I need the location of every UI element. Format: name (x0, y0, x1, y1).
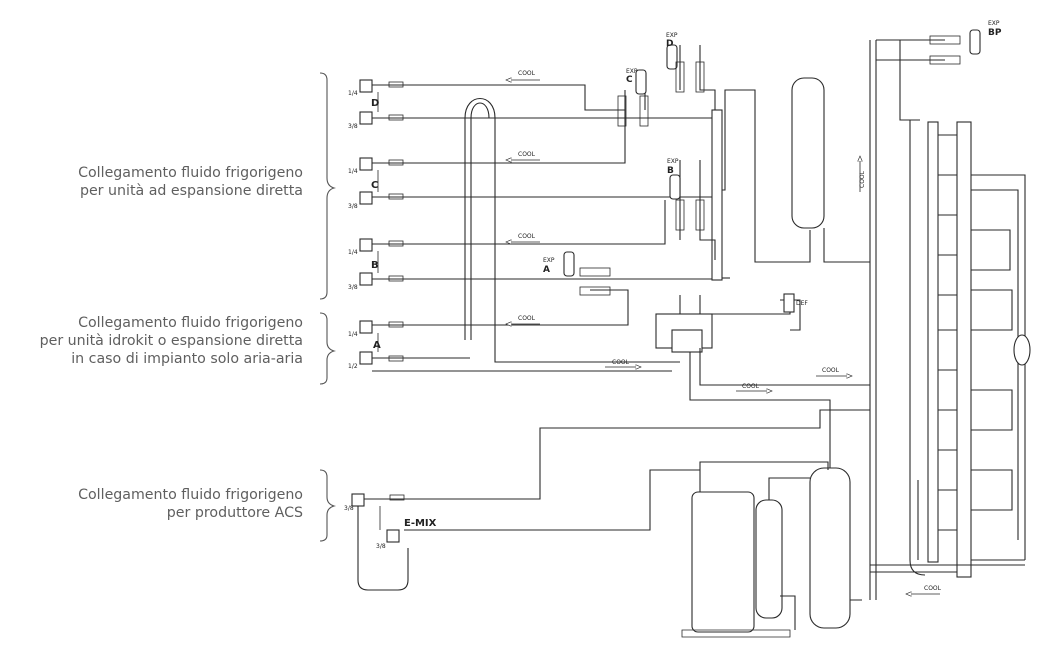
diagram-labels: D C B A E-MIX 1/4 3/8 1/4 3/8 1/4 3/8 1/… (344, 20, 1002, 550)
size-label: 3/8 (344, 505, 354, 512)
cool-arrow: COOL (906, 585, 942, 594)
exp-label: EXP (666, 32, 678, 39)
exp-label-b: B (667, 166, 674, 176)
exp-label: EXP (543, 257, 555, 264)
size-label: 3/8 (348, 203, 358, 210)
cool-label: COOL (518, 233, 536, 240)
cool-arrow: COOL (506, 233, 540, 242)
cool-label: COOL (518, 151, 536, 158)
brace-acs (319, 469, 336, 542)
cool-label: COOL (924, 585, 942, 592)
callout-line: Collegamento fluido frigorigeno (78, 487, 303, 503)
callout-acs: Collegamento fluido frigorigeno per prod… (78, 486, 303, 522)
port-valves (351, 79, 405, 543)
callout-line: Collegamento fluido frigorigeno (78, 315, 303, 331)
size-label: 3/8 (376, 543, 386, 550)
cool-arrow: COOL (736, 383, 772, 391)
size-label: 3/8 (348, 123, 358, 130)
port-label-b: B (371, 260, 379, 271)
size-label: 1/4 (348, 249, 358, 256)
cool-arrow: COOL (816, 367, 852, 376)
cool-label: COOL (518, 315, 536, 322)
cool-arrow: COOL (859, 156, 866, 192)
exp-label: EXP (988, 20, 1000, 27)
port-label-d: D (371, 98, 379, 109)
cool-arrow: COOL (605, 359, 641, 367)
exp-label-bp: BP (988, 28, 1002, 38)
cool-arrow: COOL (506, 315, 540, 324)
size-label: 1/2 (348, 363, 358, 370)
exp-label: EXP (626, 68, 638, 75)
callout-line: per unità idrokit o espansione diretta (39, 333, 303, 349)
exp-label-c: C (626, 75, 633, 85)
exp-label-d: D (666, 39, 673, 49)
cool-label: COOL (822, 367, 840, 374)
size-label: 1/4 (348, 168, 358, 175)
cool-label: COOL (518, 70, 536, 77)
cool-label: COOL (612, 359, 630, 366)
expansion-valves (563, 29, 981, 296)
port-label-c: C (371, 180, 378, 191)
size-label: 3/8 (348, 284, 358, 291)
port-label-a: A (373, 340, 381, 351)
cool-arrow: COOL (506, 70, 540, 80)
exp-label: EXP (667, 158, 679, 165)
def-label: DEF (796, 300, 808, 307)
cool-label: COOL (742, 383, 760, 390)
brace-direct-expansion (319, 72, 336, 300)
refrigerant-piping (357, 39, 1031, 638)
callout-direct-expansion: Collegamento fluido frigorigeno per unit… (78, 164, 303, 200)
callout-idrokit: Collegamento fluido frigorigeno per unit… (40, 314, 303, 368)
callout-line: per produttore ACS (166, 505, 303, 521)
callout-line: per unità ad espansione diretta (79, 183, 303, 199)
cool-flow-arrows: COOL COOL COOL COOL COOL COOL COOL COOL … (506, 70, 942, 594)
size-label: 1/4 (348, 331, 358, 338)
brace-idrokit (319, 312, 336, 385)
callout-line: in caso di impianto solo aria-aria (71, 351, 303, 367)
cool-arrow: COOL (506, 151, 540, 160)
size-label: 1/4 (348, 90, 358, 97)
emix-label: E-MIX (404, 518, 437, 529)
callout-line: Collegamento fluido frigorigeno (78, 165, 303, 181)
cool-label: COOL (859, 170, 866, 188)
exp-label-a: A (543, 265, 550, 275)
